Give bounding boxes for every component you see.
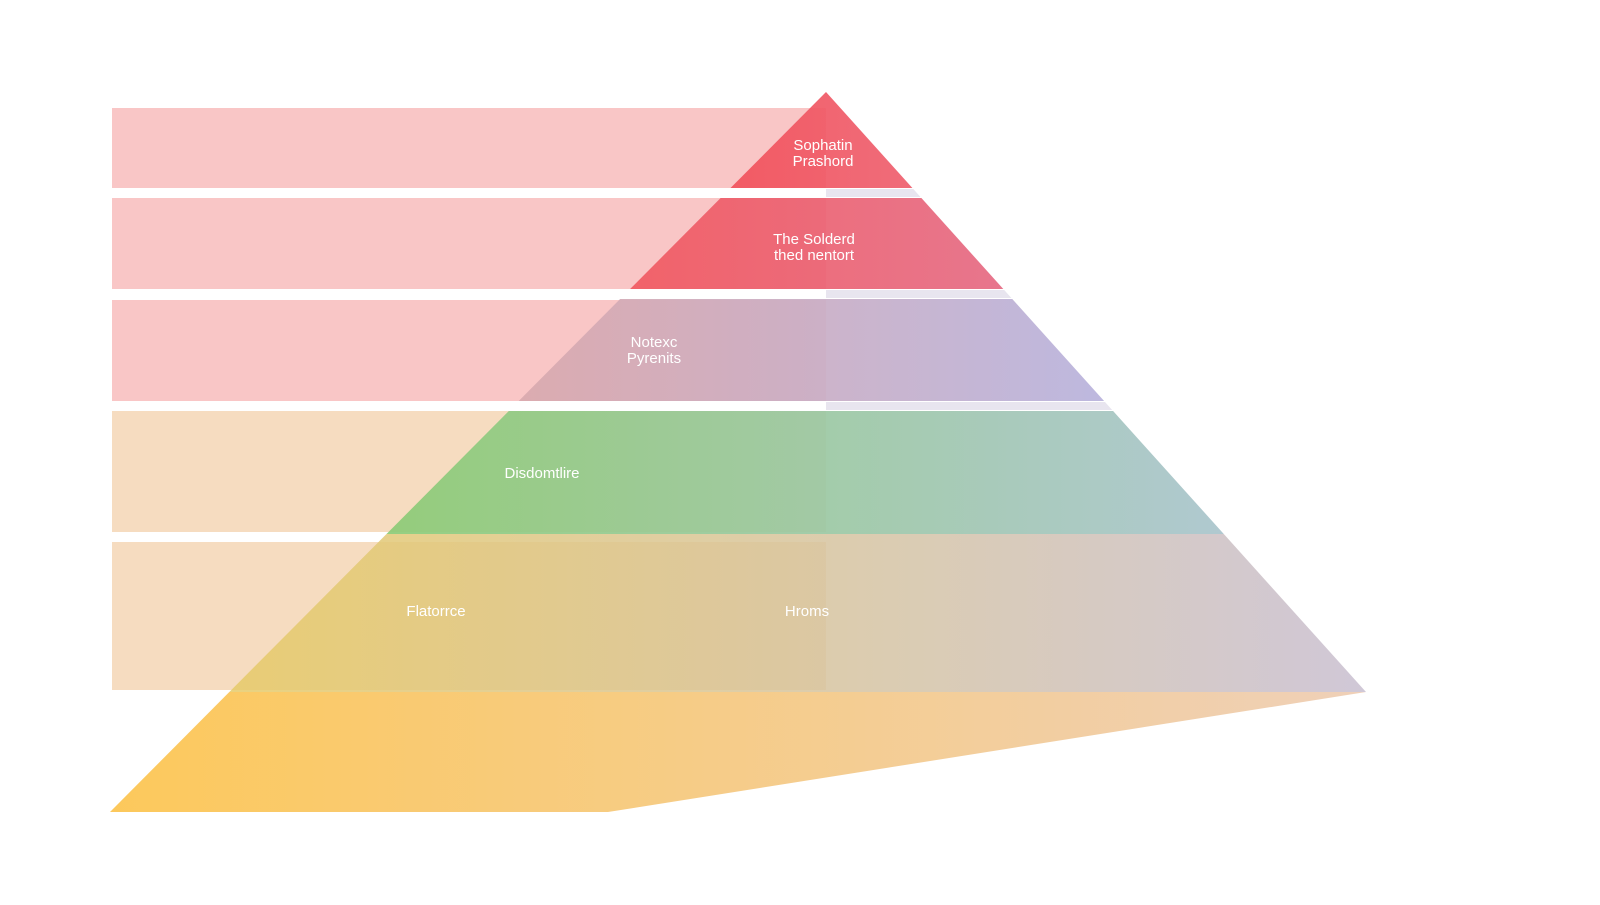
tier-separator xyxy=(826,189,921,197)
tier-separator xyxy=(826,290,1012,298)
pyramid-tiers xyxy=(110,92,1366,812)
tier-label: The Solderd xyxy=(773,231,855,248)
tier-label: Sophatin xyxy=(793,137,852,154)
tier-label: Prashord xyxy=(793,153,854,170)
tier-label: Pyrenits xyxy=(627,350,681,367)
tier-label: Disdomtlire xyxy=(504,465,579,482)
tier-extra-label: Hroms xyxy=(785,603,829,620)
tier-label: thed nentort xyxy=(774,247,855,264)
pyramid-tier xyxy=(229,534,1366,692)
pyramid-tier xyxy=(730,92,913,188)
pyramid-tier xyxy=(630,198,1004,289)
pyramid-tier xyxy=(386,411,1224,534)
tier-separator xyxy=(826,402,1113,410)
background-band xyxy=(112,108,826,188)
pyramid-tier xyxy=(110,692,1366,812)
pyramid-tier xyxy=(518,299,1105,401)
tier-label: Flatorrce xyxy=(406,603,465,620)
tier-label: Notexc xyxy=(631,334,678,351)
